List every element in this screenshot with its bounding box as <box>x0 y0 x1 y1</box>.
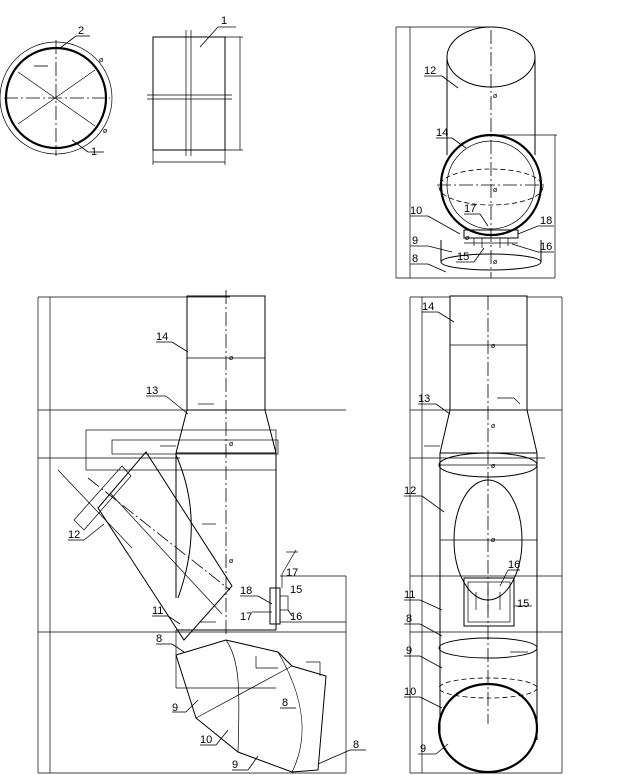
diameter-mark: ø <box>493 92 498 100</box>
diameter-mark: ø <box>229 440 234 448</box>
diameter-mark: ø <box>493 258 498 266</box>
part-label-15: 15 <box>517 598 529 610</box>
part-label-9: 9 <box>406 645 412 657</box>
part-label-8: 8 <box>412 253 418 265</box>
side-elevation-view: ø ø ø ø 14 13 12 16 15 11 8 9 10 9 <box>404 295 563 774</box>
diameter-mark: ø <box>491 536 496 544</box>
part-label-18: 18 <box>540 215 552 227</box>
part-label-18: 18 <box>240 585 252 597</box>
part-label-17: 17 <box>240 611 252 623</box>
diameter-mark: ø <box>493 186 498 194</box>
part-label-8: 8 <box>406 613 412 625</box>
part-label-9: 9 <box>420 743 426 755</box>
part-label-9: 9 <box>232 759 238 771</box>
part-label-13: 13 <box>418 393 430 405</box>
part-label-8: 8 <box>282 697 288 709</box>
part-label-1: 1 <box>221 15 227 27</box>
part-label-15: 15 <box>457 251 469 263</box>
part-label-14: 14 <box>422 301 434 313</box>
ring-section-view: ø ø 2 1 <box>0 25 113 158</box>
diameter-mark: ø <box>229 354 234 362</box>
part-label-16: 16 <box>508 559 520 571</box>
part-label-10: 10 <box>200 734 212 746</box>
shell-side-view: 1 <box>147 15 243 165</box>
part-label-10: 10 <box>404 686 416 698</box>
part-label-14: 14 <box>436 127 448 139</box>
part-label-15: 15 <box>290 584 302 596</box>
part-label-13: 13 <box>146 385 158 397</box>
part-label-12: 12 <box>68 529 80 541</box>
part-label-11: 11 <box>152 605 163 617</box>
diameter-mark: ø <box>491 342 496 350</box>
part-label-8: 8 <box>156 633 162 645</box>
part-label-16: 16 <box>540 241 552 253</box>
part-label-9: 9 <box>172 702 178 714</box>
diameter-mark: ø <box>465 234 470 242</box>
part-label-12: 12 <box>404 485 416 497</box>
part-label-11: 11 <box>404 589 415 601</box>
part-label-8: 8 <box>353 739 359 751</box>
front-elevation-view: ø ø ø 14 13 12 18 17 15 17 16 11 8 9 8 1… <box>37 290 366 774</box>
part-label-17: 17 <box>286 567 298 579</box>
part-label-17: 17 <box>464 203 476 215</box>
diameter-mark: ø <box>99 56 104 64</box>
diameter-mark: ø <box>229 557 234 565</box>
diameter-mark: ø <box>491 422 496 430</box>
part-label-14: 14 <box>156 331 168 343</box>
part-label-12: 12 <box>424 65 436 77</box>
part-label-10: 10 <box>410 205 422 217</box>
part-label-9: 9 <box>412 235 418 247</box>
part-label-1: 1 <box>91 146 97 158</box>
part-label-16: 16 <box>290 611 302 623</box>
diameter-mark: ø <box>103 127 108 135</box>
plan-view: ø ø ø ø 12 14 10 17 18 9 15 16 8 <box>395 26 557 279</box>
diameter-mark: ø <box>491 462 496 470</box>
part-label-2: 2 <box>78 25 84 37</box>
